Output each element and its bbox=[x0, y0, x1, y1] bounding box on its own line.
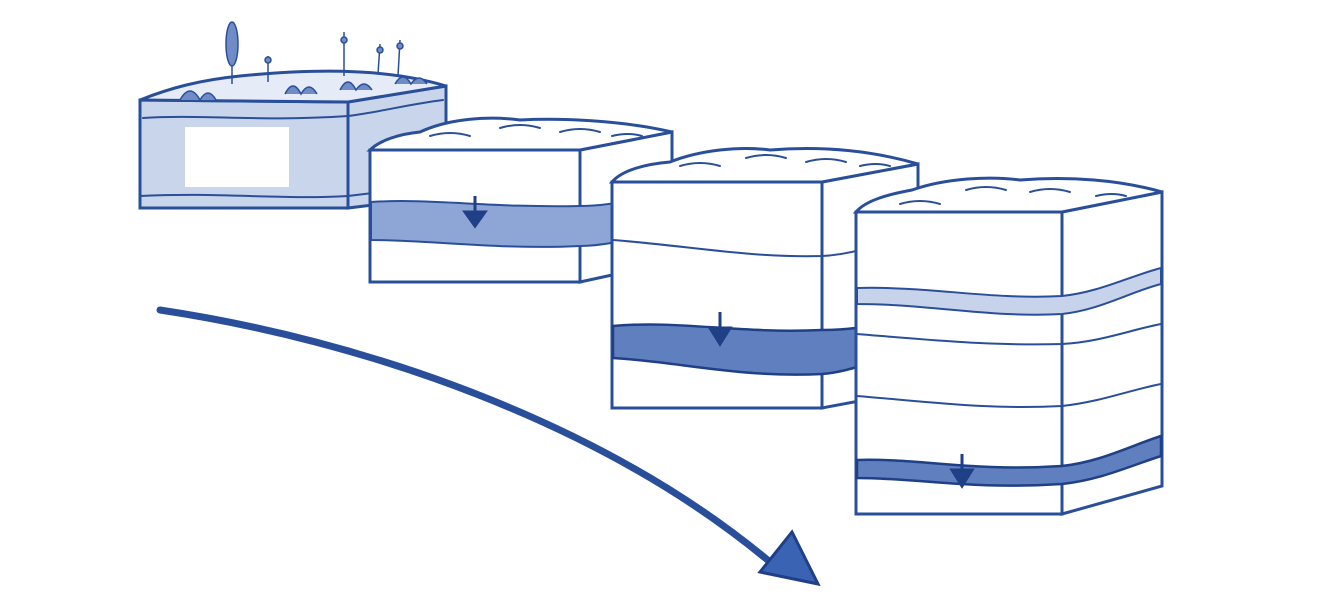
block3-label-box bbox=[655, 286, 773, 308]
swamp-label-box bbox=[185, 127, 289, 187]
block-coal bbox=[856, 178, 1162, 514]
